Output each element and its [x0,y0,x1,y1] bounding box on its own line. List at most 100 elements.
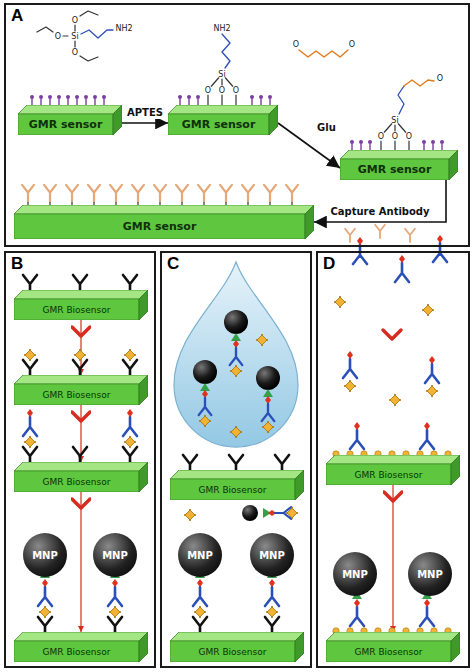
nanoparticle-symbol [242,505,258,521]
antigen-symbol [426,385,438,397]
slab-front [170,479,295,500]
hydroxyl-head [431,140,435,144]
magnetic-nanoparticle: MNP [333,552,377,596]
hydroxyl-head [196,95,200,99]
antibody-symbol [265,587,279,606]
antigen-body [231,366,241,376]
biotin-symbol [354,599,360,607]
bond-line [398,124,405,132]
antibody-symbol [350,607,364,626]
gmr-sensor: GMR Biosensor [326,632,460,662]
antibody-symbol [220,185,232,201]
hydroxyl-head [57,95,61,99]
atom-label: NH2 [115,24,132,33]
sensor-label: GMR Biosensor [199,647,267,657]
slab-side [295,470,304,500]
sensor-face: GMR Biosensor [170,641,295,662]
streptavidin-symbol [231,333,241,341]
slab-side [451,455,460,485]
panel-box: GMR BiosensorGMR BiosensorGMR BiosensorM… [4,251,156,668]
antigen-symbol [124,436,136,448]
hydroxyl-head [102,95,106,99]
antibody-symbol [154,185,166,201]
slab-front [340,159,449,180]
bond-line [221,79,222,85]
slab-top [340,150,458,159]
antibody-symbol [88,185,100,201]
antibody-symbol [353,245,367,264]
antigen-spikes [24,436,36,448]
antigen-body [257,335,267,345]
mnp-face: MNP [178,533,222,577]
antigen-spikes [230,426,242,438]
antigen-spikes [194,606,206,618]
atom-label: O [437,74,443,83]
bond-line [394,125,395,131]
figure [193,235,451,636]
antibody-symbol [420,607,434,626]
atom-label: O [72,16,78,25]
biotin-symbol [429,356,435,364]
biotin-symbol [265,396,271,404]
mnp-face: MNP [408,552,452,596]
slab-side [139,290,148,320]
bond-line [80,56,98,61]
edge-label: Glu [315,122,338,134]
sensor-label: GMR sensor [182,118,256,131]
biotin-symbol [424,422,430,430]
panel-letter: A [4,3,23,26]
streptavidin-symbol [200,383,210,391]
antigen-body [25,350,35,360]
sensor-label: GMR Biosensor [355,470,423,480]
slab-side [305,205,314,239]
atom-label: O [293,40,299,49]
antibody-symbol [132,185,144,201]
antigen-spikes [124,436,136,448]
antigen-body [231,427,241,437]
biotin-symbol [42,579,48,587]
antibody-symbol [286,185,298,201]
bond-line [404,80,434,86]
particle-label: MNP [187,550,213,561]
sensor-face: GMR sensor [340,159,449,180]
panel-letter: D [316,251,335,274]
magnetic-nanoparticle: MNP [23,533,67,577]
biotin-symbol [354,422,360,430]
sensor-label: GMR Biosensor [43,390,111,400]
slab-side [113,105,122,135]
antigen-symbol [334,296,346,308]
bond-line [80,11,98,16]
sensor-label: GMR Biosensor [43,305,111,315]
hydroxyl-head [368,140,372,144]
sensor-face: GMR Biosensor [14,471,139,492]
panel-letter: C [160,251,179,274]
antigen-symbol [230,426,242,438]
antigen-body [427,386,437,396]
antigen-spikes [184,509,196,521]
antigen-spikes [334,296,346,308]
slab-top [326,455,460,464]
antigen-body [263,422,273,432]
antigen-symbol [109,606,121,618]
particle-label: MNP [32,550,58,561]
atom-label: O [219,86,225,95]
antibody-symbol [242,185,254,201]
bond-line [37,27,53,32]
reaction-arrow [122,122,168,124]
gmr-sensor: GMR sensor [14,205,314,239]
antigen-spikes [426,385,438,397]
hydroxyl-head [440,140,444,144]
atom-label: O [406,132,412,141]
antibody-symbol [230,348,243,365]
antigen-spikes [24,349,36,361]
panel-letter: B [4,251,23,274]
magnetic-nanoparticle: MNP [178,533,222,577]
bond-line [398,86,404,114]
sensor-face: GMR sensor [18,114,113,135]
antigen-symbol [194,606,206,618]
biotin-symbol [127,409,133,417]
antigen-body [75,350,85,360]
hydroxyl-head [259,95,263,99]
hydroxyl-head [75,95,79,99]
